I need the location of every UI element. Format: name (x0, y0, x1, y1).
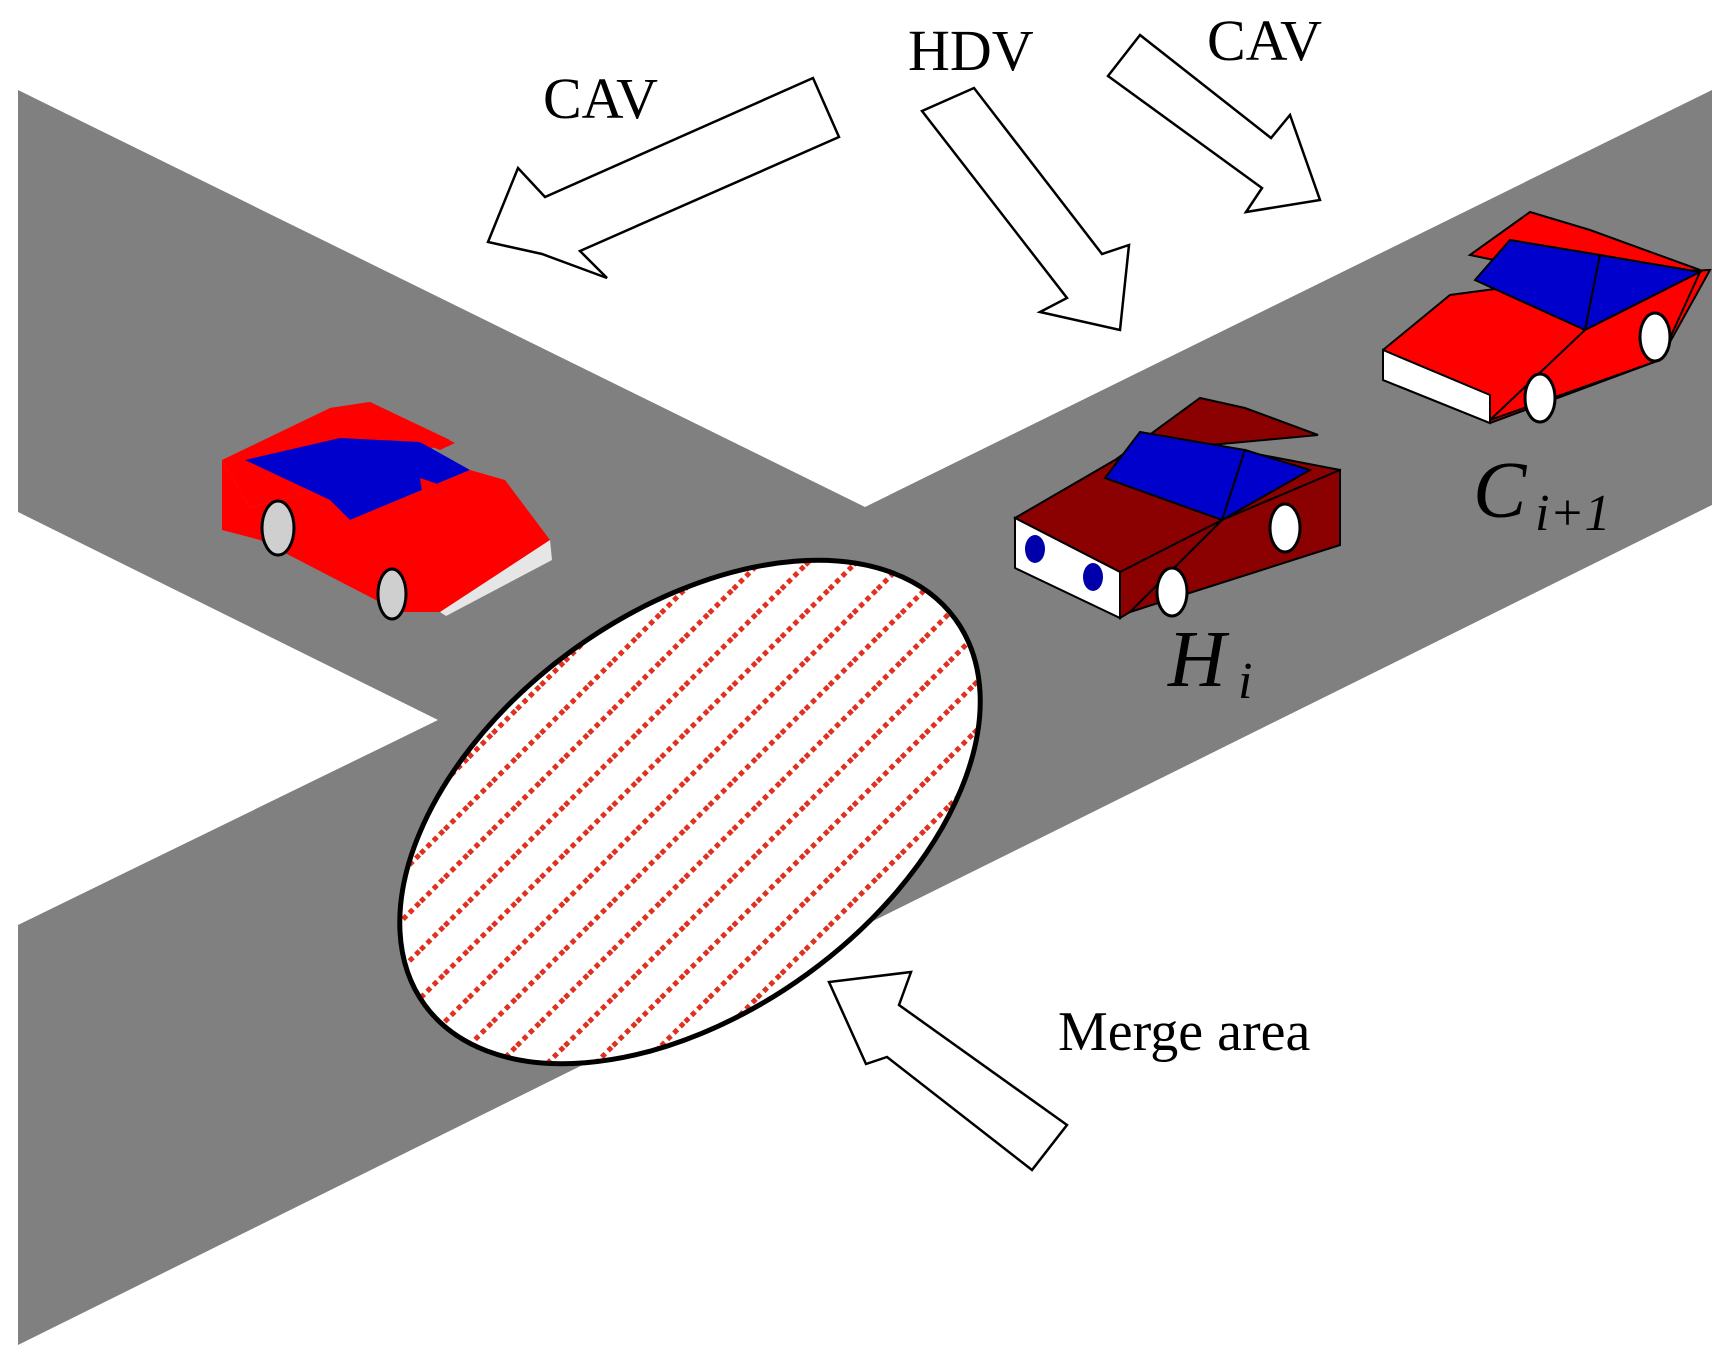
cav-vehicle-label-sub: i+1 (1535, 485, 1611, 542)
hdv-vehicle-label: H i (1167, 616, 1252, 710)
hdv-arrow-icon (920, 86, 1131, 332)
cav-right-arrow-icon (1106, 33, 1322, 214)
hdv-vehicle-label-main: H (1167, 616, 1230, 704)
hdv-label: HDV (908, 18, 1034, 83)
cav-car-right (1382, 210, 1712, 425)
hdv-car (1012, 396, 1341, 620)
direction-arrows (486, 33, 1322, 1172)
cav-right-label: CAV (1207, 8, 1322, 73)
cav-car-left (222, 402, 552, 621)
cav-left-label: CAV (543, 66, 658, 131)
cav-left-arrow-icon (486, 76, 841, 280)
hdv-vehicle-label-sub: i (1238, 653, 1252, 710)
cav-vehicle-label: C i+1 (1473, 447, 1611, 542)
merge-arrow-icon (827, 970, 1069, 1172)
cav-vehicle-label-main: C (1473, 447, 1528, 535)
merge-area-label: Merge area (1058, 1001, 1311, 1063)
